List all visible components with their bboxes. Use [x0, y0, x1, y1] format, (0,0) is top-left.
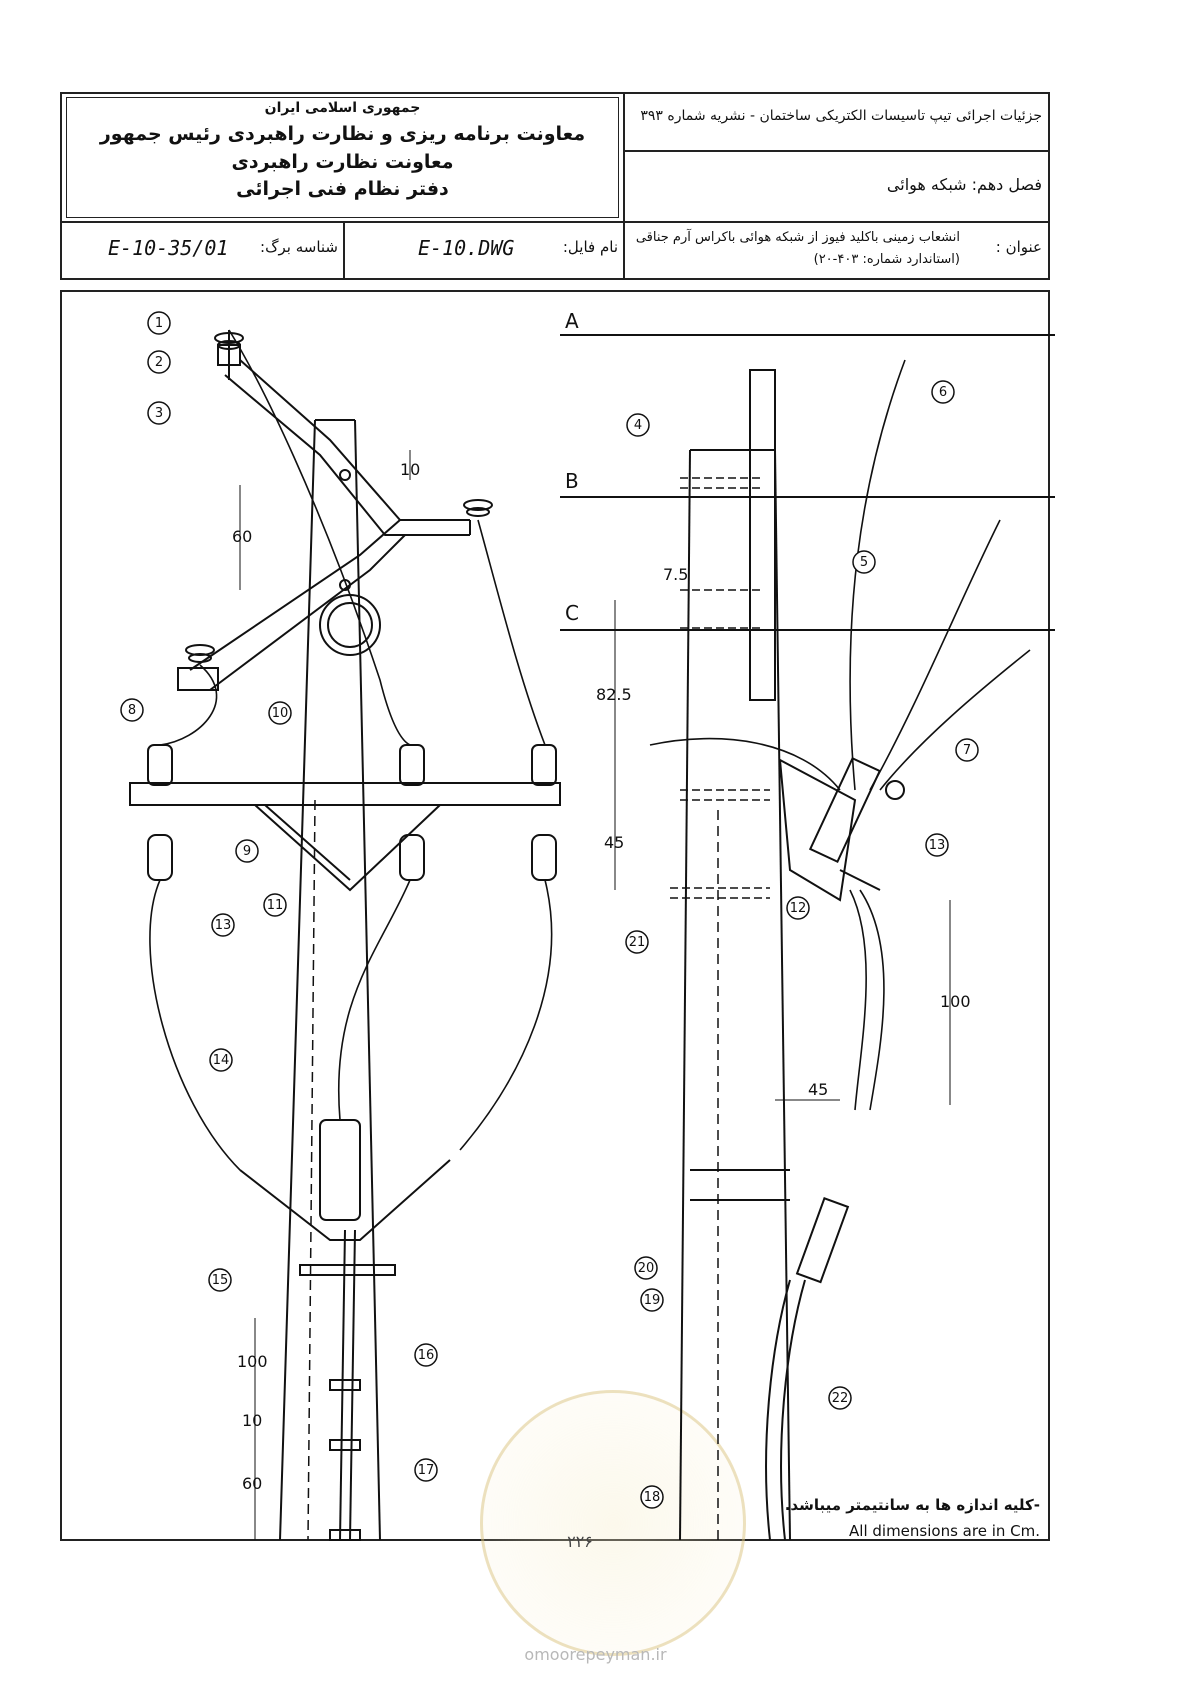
callout-7: 7 [963, 743, 971, 758]
callout-21: 21 [629, 935, 646, 950]
callout-5: 5 [860, 555, 868, 570]
callout-13-left: 13 [215, 918, 232, 933]
callout-9: 9 [243, 844, 251, 859]
callout-2: 2 [155, 355, 163, 370]
title-block-divider-h2 [623, 150, 1050, 152]
ground-wire-left [307, 799, 316, 1541]
callout-16: 16 [418, 1348, 435, 1363]
callout-12: 12 [790, 901, 807, 916]
callout-4: 4 [634, 418, 642, 433]
dimension-lines [239, 450, 951, 1540]
file-name: E-10.DWG [418, 236, 515, 260]
watermark-seal [480, 1390, 746, 1656]
phase-label-a: A [565, 309, 579, 333]
title-block-divider-v3 [623, 221, 625, 280]
dim-45-right: 45 [808, 1080, 828, 1099]
fuse-cutouts [147, 744, 557, 881]
callout-17: 17 [418, 1463, 435, 1478]
through-bolts [670, 477, 770, 899]
phase-labels: A B C [565, 309, 579, 625]
org-line-4: دفتر نظام فنی اجرائی [236, 178, 449, 200]
dim-7-5: 7.5 [663, 565, 688, 584]
callout-markers [120, 311, 979, 1509]
left-upper-hardware [177, 330, 471, 691]
dim-100-right: 100 [940, 992, 971, 1011]
title-block-divider-h [60, 221, 1050, 223]
title-line-2: (استاندارد شماره: ۴۰۳-۲۰) [813, 252, 960, 267]
sheet-id-label: شناسه برگ: [260, 238, 338, 256]
dim-60-bottom: 60 [242, 1474, 262, 1493]
dim-10-bottom: 10 [242, 1411, 262, 1430]
org-line-1: جمهوری اسلامی ایران [264, 100, 421, 116]
left-conductors [149, 329, 553, 1171]
org-line-2: معاونت برنامه ریزی و نظارت راهبردی رئیس … [99, 123, 586, 145]
right-cutout-assembly [778, 757, 905, 902]
watermark-url: omoorepeyman.ir [524, 1645, 667, 1664]
phase-lines [560, 334, 1055, 631]
org-inner-frame [66, 97, 619, 218]
lower-crossarm [129, 782, 561, 892]
callout-8: 8 [128, 703, 136, 718]
left-pole [279, 419, 381, 1541]
pin-insulators [185, 332, 493, 663]
title-block-divider-v [623, 92, 625, 222]
note-english: All dimensions are in Cm. [849, 1522, 1040, 1540]
cable-termination [239, 1119, 451, 1541]
phase-label-b: B [565, 469, 579, 493]
callout-13-right: 13 [929, 838, 946, 853]
title-line-1: انشعاب زمینی باکلید فیوز از شبکه هوائی ب… [635, 230, 960, 245]
callout-20: 20 [638, 1261, 655, 1276]
callout-6: 6 [939, 385, 947, 400]
dimension-labels: 10 60 7.5 82.5 45 100 45 100 10 60 [232, 460, 971, 1493]
callout-19: 19 [644, 1293, 661, 1308]
phase-label-c: C [565, 601, 579, 625]
callout-numbers: 1 2 3 4 5 6 7 8 9 10 11 12 13 13 14 15 1… [128, 316, 971, 1505]
title-label: عنوان : [995, 238, 1042, 256]
callout-10: 10 [272, 706, 289, 721]
dim-60-top: 60 [232, 527, 252, 546]
publication-title: جزئیات اجرائی تیپ تاسیسات الکتریکی ساختم… [640, 108, 1042, 124]
callout-11: 11 [267, 898, 284, 913]
callout-14: 14 [213, 1053, 230, 1068]
right-pole [679, 369, 791, 1541]
dim-45-left: 45 [604, 833, 624, 852]
right-conductors [649, 359, 1031, 1111]
chapter-title: فصل دهم: شبکه هوائی [886, 175, 1042, 194]
note-farsi: -کلیه اندازه ها به سانتیمتر میباشد. [784, 1496, 1040, 1514]
dim-82-5: 82.5 [596, 685, 632, 704]
file-name-label: نام فایل: [562, 238, 618, 256]
callout-1: 1 [155, 316, 163, 331]
page-number: ۲۲۶ [567, 1532, 593, 1551]
sheet-id: E-10-35/01 [108, 236, 229, 260]
title-block [60, 92, 1050, 280]
callout-3: 3 [155, 406, 163, 421]
org-line-3: معاونت نظارت راهبردی [231, 151, 454, 173]
callout-18: 18 [644, 1490, 661, 1505]
title-block-divider-v2 [343, 221, 345, 280]
callout-22: 22 [832, 1391, 849, 1406]
dim-100-bottom: 100 [237, 1352, 268, 1371]
dim-10-top: 10 [400, 460, 420, 479]
callout-15: 15 [212, 1273, 229, 1288]
right-termination [690, 1169, 850, 1541]
